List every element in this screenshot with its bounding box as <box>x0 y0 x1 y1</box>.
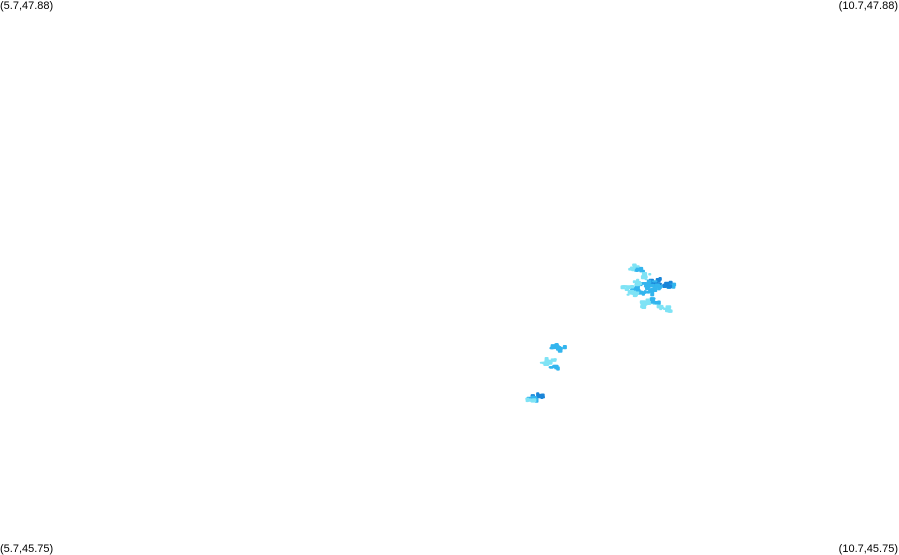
map-data-cell <box>631 267 635 272</box>
map-data-cell <box>668 280 673 284</box>
map-data-cell <box>635 289 641 292</box>
map-cluster <box>645 284 654 293</box>
map-data-cell <box>626 293 630 296</box>
map-data-cell <box>643 290 647 294</box>
map-data-cell <box>656 304 660 309</box>
map-data-cell <box>640 301 647 307</box>
map-cluster <box>662 305 673 313</box>
map-data-cell <box>548 366 554 369</box>
map-cluster <box>640 272 652 281</box>
map-data-cell <box>631 290 637 295</box>
map-data-cell <box>650 281 655 285</box>
map-cluster <box>525 397 537 403</box>
map-data-cell <box>562 345 567 350</box>
map-data-cell <box>525 398 529 403</box>
corner-coordinate-bottom-left: (5.7,45.75) <box>0 543 54 555</box>
map-data-cell <box>655 301 661 304</box>
map-cluster <box>632 278 642 287</box>
map-cluster <box>620 285 635 291</box>
map-data-cell <box>543 361 550 366</box>
map-data-cell <box>650 288 654 291</box>
map-data-cell <box>658 285 663 288</box>
map-cluster <box>628 263 640 272</box>
map-data-cell <box>667 284 673 288</box>
map-data-cell <box>536 394 541 397</box>
map-data-cell <box>640 275 646 280</box>
map-cluster <box>548 364 560 371</box>
map-cluster <box>554 343 567 350</box>
map-cluster <box>656 304 665 311</box>
map-data-cell <box>652 285 658 291</box>
map-cluster <box>650 297 661 305</box>
map-data-cell <box>539 361 545 364</box>
map-data-cell <box>659 306 663 311</box>
map-data-cell <box>665 308 671 313</box>
map-data-cell <box>622 285 628 288</box>
map-cluster <box>626 289 637 296</box>
map-cluster <box>536 392 545 399</box>
map-cluster <box>639 300 648 309</box>
map-data-cell <box>648 273 652 276</box>
corner-coordinate-top-left: (5.7,47.88) <box>0 0 54 12</box>
map-data-cell <box>556 346 562 350</box>
map-data-cell <box>634 265 640 268</box>
map-data-cell <box>652 297 656 300</box>
map-data-cell <box>551 359 557 362</box>
map-data-cell <box>552 364 556 369</box>
map-cluster <box>635 289 647 296</box>
map-data-cell <box>648 284 653 288</box>
map-cluster <box>658 280 673 289</box>
map-data-cell <box>639 266 644 272</box>
corner-coordinate-top-right: (10.7,47.88) <box>838 0 898 12</box>
map-data-cell <box>636 278 640 284</box>
map-data-cell <box>671 286 676 289</box>
map-data-cell <box>647 301 650 305</box>
map-data-cell <box>650 291 655 297</box>
map-data-cell <box>556 366 560 371</box>
map-data-cell <box>550 346 554 350</box>
map-data-cell <box>646 279 652 284</box>
corner-coordinate-bottom-right: (10.7,45.75) <box>838 543 898 555</box>
map-data-cell <box>536 395 542 399</box>
map-data-cell <box>652 280 658 283</box>
map-data-cell <box>624 287 630 291</box>
map-data-cell <box>530 399 536 403</box>
map-cluster <box>539 359 551 366</box>
map-data-cell <box>629 285 635 289</box>
map-data-cell <box>541 395 545 399</box>
map-data-cell <box>632 280 637 284</box>
